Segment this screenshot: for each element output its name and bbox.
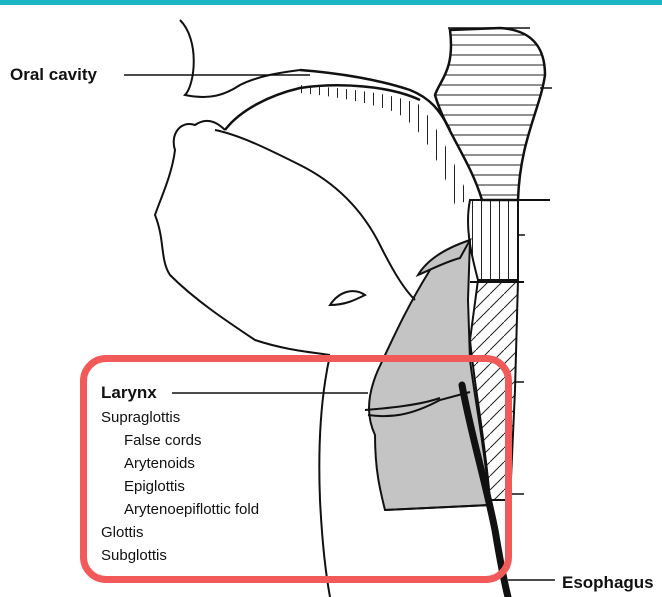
larynx-highlight-box bbox=[80, 355, 512, 583]
hyoid-bone bbox=[330, 291, 365, 305]
oral-cavity-label: Oral cavity bbox=[10, 65, 97, 85]
tongue-back bbox=[215, 130, 415, 300]
esophagus-label: Esophagus bbox=[562, 573, 654, 593]
oropharynx-region bbox=[468, 200, 518, 280]
face-outline bbox=[180, 20, 300, 97]
tongue-outline bbox=[155, 121, 330, 355]
